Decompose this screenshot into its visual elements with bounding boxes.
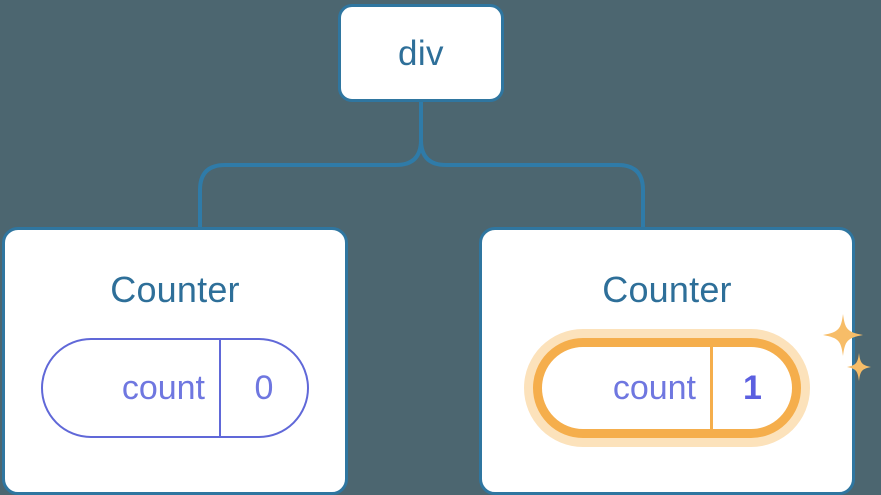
state-pill-highlight-wrap: count 1 <box>533 314 871 438</box>
state-key-right: count <box>612 369 696 407</box>
state-pill-left[interactable]: count 0 <box>41 338 309 438</box>
sparkle-small-icon <box>847 353 871 381</box>
state-value-left: 0 <box>219 340 307 436</box>
connector-path-left <box>198 99 423 231</box>
state-key-left: count <box>121 369 205 407</box>
sparkle-large-icon <box>823 314 863 356</box>
state-value-right: 1 <box>710 347 792 429</box>
connector-path-right <box>419 99 645 231</box>
state-pill-wrap-left: count 0 <box>5 338 345 438</box>
node-counter-right[interactable]: Counter count 1 <box>479 227 871 495</box>
state-pill-right[interactable]: count 1 <box>533 338 801 438</box>
node-counter-left-label: Counter <box>110 269 240 310</box>
node-div-label: div <box>398 33 444 73</box>
sparkle-group <box>823 314 871 381</box>
node-counter-right-label: Counter <box>602 269 732 310</box>
state-pill-wrap-right: count 1 <box>482 314 871 438</box>
node-counter-left[interactable]: Counter count 0 <box>2 227 348 495</box>
node-div[interactable]: div <box>338 4 504 102</box>
